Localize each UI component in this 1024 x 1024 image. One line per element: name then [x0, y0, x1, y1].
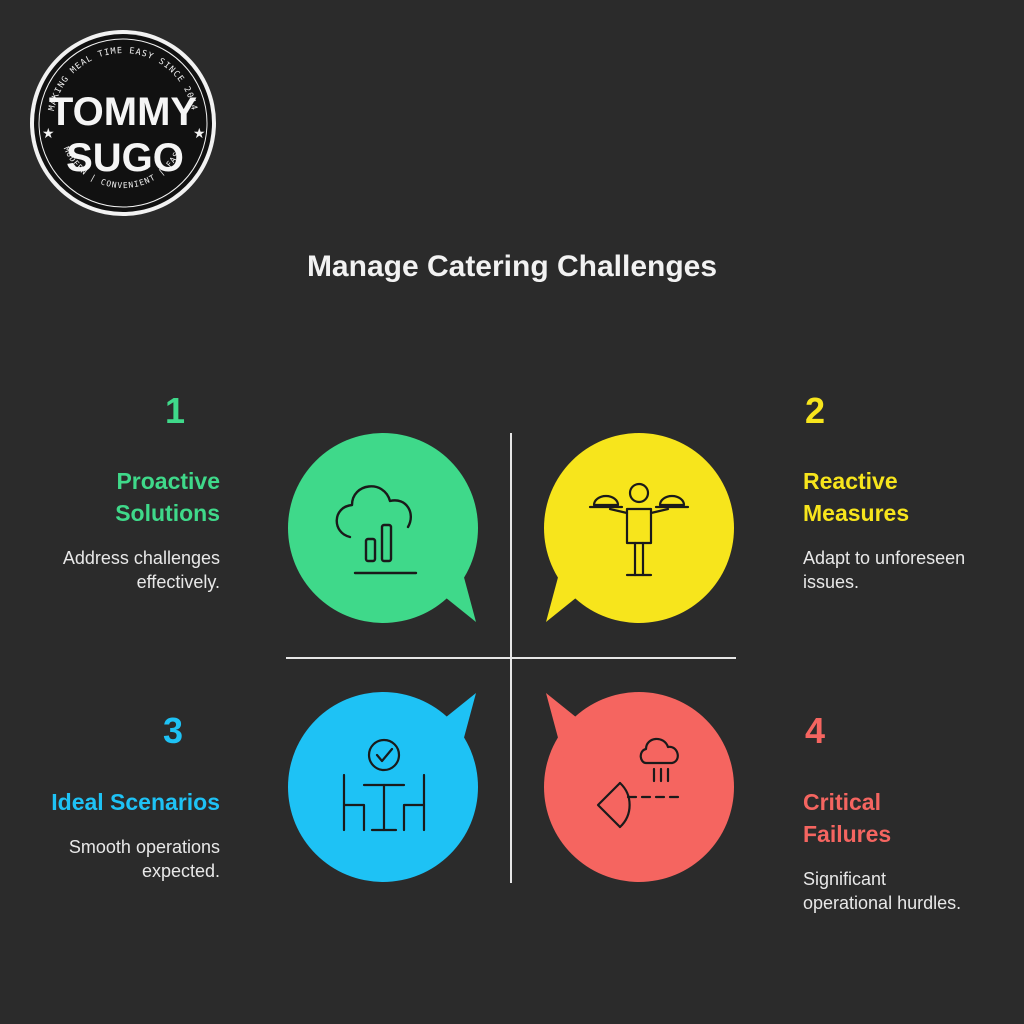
cloud-chart-icon — [335, 485, 418, 575]
star-icon: ★ — [193, 125, 206, 141]
quadrant-3-heading: Ideal Scenarios — [51, 789, 220, 815]
quadrant-1-heading: Proactive Solutions — [115, 468, 220, 526]
quadrant-diagram — [286, 433, 736, 883]
quadrant-1-bubble — [288, 433, 478, 623]
logo-name-line1: TOMMY — [49, 90, 197, 134]
quadrant-1-description: Address challenges effectively. — [62, 548, 220, 592]
quadrant-3-description: Smooth operations expected. — [68, 837, 220, 881]
rain-cloud-alert-icon — [596, 737, 680, 829]
quadrant-3-bubble — [288, 692, 478, 882]
table-chairs-check-icon — [342, 738, 426, 832]
tommy-sugo-logo: MAKING MEAL TIME EASY SINCE 2014 MODERN … — [30, 30, 216, 216]
quadrant-2-number: 2 — [804, 390, 826, 431]
quadrant-2-heading: Reactive Measures — [803, 468, 910, 526]
star-icon: ★ — [42, 125, 55, 141]
logo-name-line2: SUGO — [66, 136, 184, 180]
quadrant-2-bubble — [544, 433, 734, 623]
quadrant-4-description: Significant operational hurdles. — [803, 869, 962, 913]
quadrant-4-heading: Critical Failures — [803, 789, 892, 847]
waiter-serving-icon — [588, 482, 690, 577]
quadrant-4-bubble — [544, 692, 734, 882]
quadrant-1-number: 1 — [164, 390, 186, 431]
quadrant-4-number: 4 — [804, 710, 826, 751]
quadrant-2-description: Adapt to unforeseen issues. — [803, 548, 966, 592]
page-title: Manage Catering Challenges — [306, 250, 718, 283]
quadrant-3-number: 3 — [162, 710, 184, 751]
